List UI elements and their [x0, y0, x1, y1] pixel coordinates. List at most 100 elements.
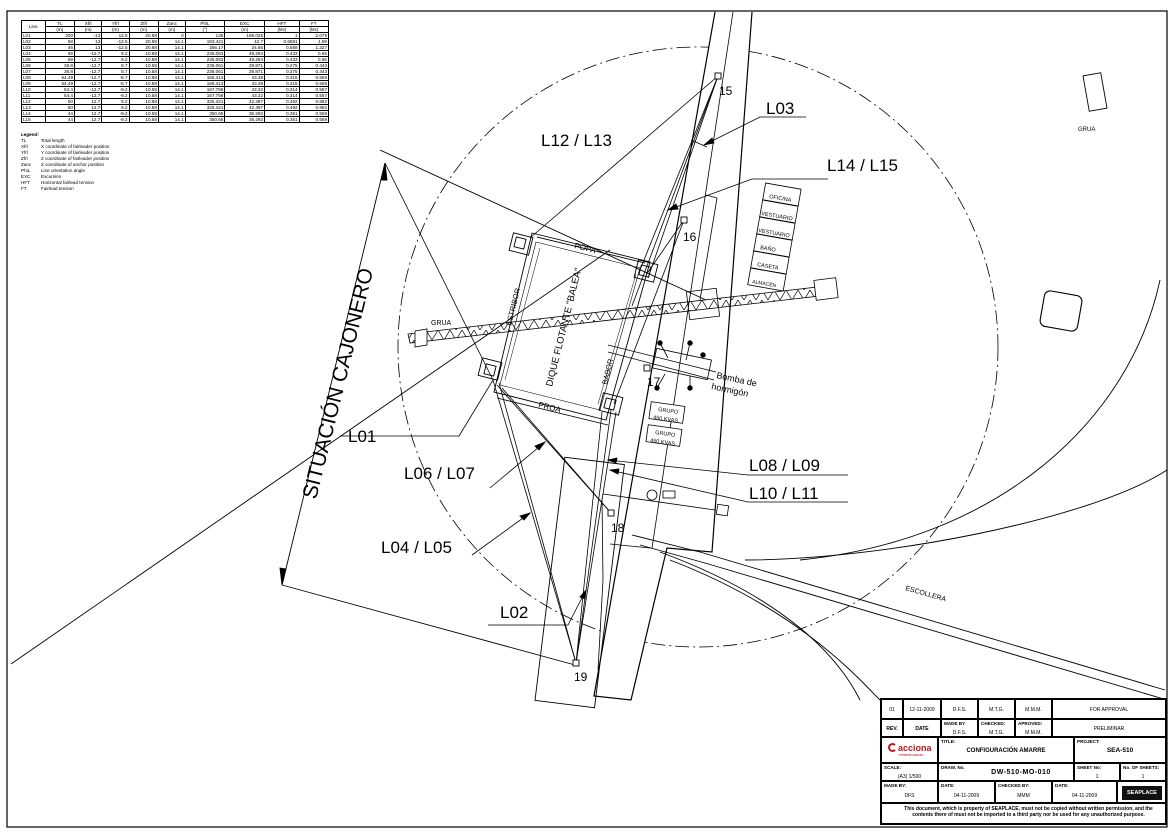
legend-key: Xfrl [21, 144, 28, 149]
grua-box [1082, 72, 1108, 112]
tb-project: SEA-510 [1106, 747, 1134, 754]
legend-item: EXC Excursion [21, 174, 109, 180]
tb-checkedby-cell: CHECKED BY: MMM [995, 781, 1052, 803]
tb-sheet-lab: SHEET No: [1077, 765, 1102, 770]
site-buildings [747, 182, 802, 292]
tb-rev-head-cell: REV. [881, 719, 903, 737]
table-cell: 14.1 [157, 116, 186, 123]
tb-title: CONFIGURACIÓN AMARRE [966, 748, 1046, 754]
legend-value: Z coordinate of anchor position [41, 162, 105, 167]
anchor-18: 18 [611, 521, 625, 535]
babor-label: BABOR [600, 357, 615, 385]
building-label-oficina: OFICINA [769, 194, 792, 204]
tb-drawno-lab: DRAW. No. [941, 765, 965, 770]
legend-value: Line orientation angle [41, 168, 85, 173]
col-line: Line [21, 20, 46, 33]
swing-radius-circle [397, 46, 999, 648]
grupo2-line2: 450 KVAS [650, 438, 676, 447]
label-l04-l05: L04 / L05 [381, 538, 452, 557]
table-cell: 35.292 [224, 116, 266, 123]
legend-value: Excursion [41, 174, 62, 179]
legend-item: Xfrl X coordinate of fairleader position [21, 144, 109, 150]
grua-top-label: GRUA [1078, 127, 1095, 133]
tb-madeby-head: MADE BY [944, 721, 966, 726]
tb-madeby: DFS [904, 793, 915, 799]
tb-sheet-cell: SHEET No:1 [1074, 763, 1120, 781]
tb-project-lab: PROJECT: [1077, 739, 1100, 744]
tb-scale: (A3) 1/500 [897, 774, 922, 780]
tb-logo-cell: acciona infraestructuras [881, 737, 938, 763]
tb-checked: M.T.G. [989, 707, 1004, 713]
legend-value: X coordinate of fairleader position [41, 144, 110, 149]
tb-sheets: 1 [1141, 774, 1145, 780]
anchor-15: 15 [719, 84, 733, 98]
tb-prelim-cell: PRELIMINAR [1052, 719, 1166, 737]
popa-label: POPA [574, 241, 598, 255]
anchor-markers [572, 72, 722, 667]
tb-disclaimer: This document, which is property of SEAP… [904, 806, 1153, 818]
tb-checkedby-lab: CHECKED BY: [998, 783, 1030, 788]
tb-date-head: DATE [915, 726, 929, 732]
legend-key: HFT [21, 180, 30, 185]
tb-madeby-head-cell: MADE BY D.F.S. [941, 719, 978, 737]
grupo1-line2: 450 KVAS [653, 415, 679, 424]
legend-key: Zfrl [21, 156, 28, 161]
tb-scale-lab: SCALE: [884, 765, 902, 770]
label-leaders [340, 116, 848, 626]
crane-jib [407, 277, 839, 348]
cajonero-dimension [10, 149, 707, 666]
generator-groups [645, 401, 686, 447]
label-l02: L02 [500, 603, 528, 622]
tb-scale-cell: SCALE: (A3) 1/500 [881, 763, 938, 781]
seaplace-logo: SEAPLACE [1122, 786, 1162, 800]
tb-approved-head: APROVED: [1018, 721, 1043, 726]
situacion-cajonero-label: SITUACIÓN CAJONERO [299, 266, 379, 501]
tb-madeby-head-val: D.F.S. [952, 730, 967, 736]
label-l10-l11: L10 / L11 [749, 484, 819, 503]
tb-sheets-lab: No. OF SHEETS: [1123, 765, 1160, 770]
tb-title-cell: TITLE:CONFIGURACIÓN AMARRE [938, 737, 1074, 763]
tb-madeby-lab: MADE BY: [884, 783, 907, 788]
mooring-line-table: Line TL Xfrl Yfrl Zfrl Zanc PhiL EXC HFT… [21, 20, 330, 123]
legend-key: EXC [21, 174, 31, 179]
tb-checked-cell: M.T.G. [978, 699, 1015, 719]
anchor-17: 17 [647, 375, 661, 389]
tb-project-cell: PROJECT: SEA-510 [1074, 737, 1166, 763]
tb-rev-cell: 01 [881, 699, 903, 719]
tb-checked-head-cell: CHECKED:M.T.G. [978, 719, 1015, 737]
tb-date2-cell: DATE:04-11-2009 [1052, 781, 1117, 803]
table-units-row: (m) (m) (m) (m) (m) (°) (m) (kN) (kN) [22, 26, 330, 33]
tb-checkedby: MMM [1017, 793, 1030, 799]
label-l14-l15: L14 / L15 [827, 156, 898, 175]
table-cell: 12.7 [73, 116, 103, 123]
tb-date1: 04-11-2009 [953, 793, 980, 799]
legend-value: Y coordinate of fairleader position [41, 150, 110, 155]
tb-prelim: PRELIMINAR [1093, 726, 1125, 732]
label-l12-l13: L12 / L13 [541, 131, 612, 150]
tb-rev: 01 [889, 707, 895, 713]
tb-drawno-cell: DRAW. No.DW-510-MO-010 [938, 763, 1074, 781]
building-label-vestuario-2: VESTUARIO [758, 228, 791, 240]
table-cell: 10.58 [128, 116, 159, 123]
tb-date1-lab: DATE: [941, 783, 955, 788]
tb-status: FOR APPROVAL [1089, 707, 1129, 713]
building-label-almacen: ALMACÉN [752, 278, 777, 289]
table-cell: 44 [44, 116, 76, 123]
grua-crane-label: GRUA [431, 320, 452, 327]
legend-key: Zanc [21, 162, 32, 167]
legend-value: Fairlead tension [41, 186, 74, 191]
tb-date1-cell: DATE: 04-11-2009 [938, 781, 995, 803]
tb-made-cell: D.F.S. [941, 699, 978, 719]
mooring-lines [384, 75, 719, 664]
tb-checked-head-val: M.T.G. [989, 730, 1004, 736]
table-cell: 0.559 [298, 116, 330, 123]
tb-approved-head-cell: APROVED:M.M.M. [1015, 719, 1052, 737]
tb-date2-lab: DATE: [1055, 783, 1069, 788]
anchor-19: 19 [574, 670, 588, 684]
anchor-16: 16 [683, 230, 697, 244]
legend-item: Zanc Z coordinate of anchor position [21, 162, 109, 168]
